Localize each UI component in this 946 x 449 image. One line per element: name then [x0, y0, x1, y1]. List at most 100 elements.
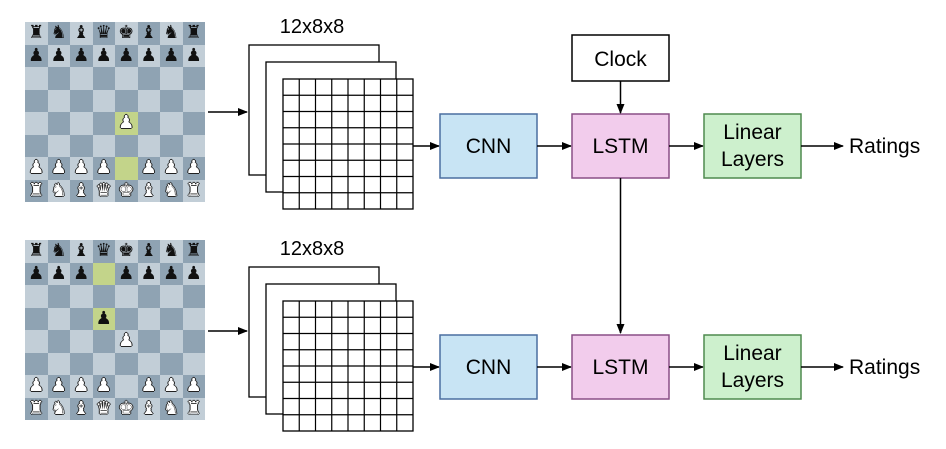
black-rook-icon: ♜ [185, 22, 202, 44]
board-square [47, 285, 70, 308]
cnn-label-top: CNN [466, 135, 512, 158]
board-square: ♟ [137, 262, 160, 285]
lstm-label-top: LSTM [592, 135, 648, 158]
tensor-stack-bottom [248, 266, 414, 432]
white-knight-icon: ♞ [50, 397, 67, 419]
board-square [47, 307, 70, 330]
white-pawn-icon: ♟ [163, 375, 180, 397]
board-square [137, 134, 160, 157]
white-knight-icon: ♞ [163, 179, 180, 201]
black-pawn-icon: ♟ [95, 307, 112, 329]
board-square: ♝ [137, 22, 160, 45]
black-rook-icon: ♜ [28, 22, 45, 44]
chess-board-move-2: ♜♞♝♛♚♝♞♜♟♟♟♟♟♟♟♟♟♟♟♟♟♟♟♟♜♞♝♛♚♝♞♜ [25, 240, 205, 420]
black-rook-icon: ♜ [28, 240, 45, 262]
black-pawn-icon: ♟ [140, 262, 157, 284]
board-square [182, 134, 205, 157]
black-knight-icon: ♞ [50, 22, 67, 44]
board-square [92, 262, 115, 285]
board-square [25, 285, 48, 308]
board-square [70, 67, 93, 90]
lstm-box-bottom [571, 334, 670, 400]
white-rook-icon: ♜ [185, 397, 202, 419]
board-square [115, 285, 138, 308]
linear-label-top-line1: Linear [723, 121, 781, 144]
board-square [92, 112, 115, 135]
board-square: ♟ [70, 375, 93, 398]
board-square [92, 285, 115, 308]
board-square: ♝ [137, 179, 160, 202]
white-pawn-icon: ♟ [28, 375, 45, 397]
white-pawn-icon: ♟ [28, 157, 45, 179]
linear-box-bottom [703, 334, 802, 400]
board-square: ♟ [137, 157, 160, 180]
board-square [182, 89, 205, 112]
board-square [137, 285, 160, 308]
black-pawn-icon: ♟ [118, 44, 135, 66]
board-square: ♞ [47, 397, 70, 420]
board-square: ♟ [137, 375, 160, 398]
linear-label-bottom-line2: Layers [721, 369, 784, 392]
black-queen-icon: ♛ [95, 22, 112, 44]
black-pawn-icon: ♟ [28, 262, 45, 284]
board-square [47, 112, 70, 135]
board-square: ♚ [115, 397, 138, 420]
board-square [25, 352, 48, 375]
black-pawn-icon: ♟ [118, 262, 135, 284]
white-queen-icon: ♛ [95, 397, 112, 419]
board-square: ♟ [115, 44, 138, 67]
white-knight-icon: ♞ [163, 397, 180, 419]
board-square [70, 112, 93, 135]
board-square: ♛ [92, 240, 115, 263]
board-square: ♜ [25, 22, 48, 45]
board-square [137, 307, 160, 330]
board-square [115, 157, 138, 180]
board-square: ♟ [182, 262, 205, 285]
clock-label: Clock [594, 48, 647, 71]
white-knight-icon: ♞ [50, 179, 67, 201]
board-square: ♟ [160, 262, 183, 285]
board-square [115, 134, 138, 157]
board-square: ♟ [25, 262, 48, 285]
board-square: ♟ [115, 112, 138, 135]
black-bishop-icon: ♝ [73, 240, 90, 262]
board-square [92, 330, 115, 353]
ratings-label-top: Ratings [849, 135, 920, 158]
white-king-icon: ♚ [118, 179, 135, 201]
white-king-icon: ♚ [118, 397, 135, 419]
board-square: ♛ [92, 397, 115, 420]
black-king-icon: ♚ [118, 240, 135, 262]
white-pawn-icon: ♟ [185, 157, 202, 179]
board-square [137, 352, 160, 375]
board-square: ♜ [25, 179, 48, 202]
white-bishop-icon: ♝ [73, 179, 90, 201]
board-square: ♟ [25, 44, 48, 67]
black-pawn-icon: ♟ [50, 262, 67, 284]
board-square: ♟ [70, 44, 93, 67]
board-square [25, 330, 48, 353]
board-square: ♝ [137, 397, 160, 420]
linear-label-bottom-line1: Linear [723, 342, 781, 365]
black-pawn-icon: ♟ [28, 44, 45, 66]
black-pawn-icon: ♟ [73, 44, 90, 66]
linear-label-top-line2: Layers [721, 148, 784, 171]
board-square: ♟ [182, 375, 205, 398]
chess-board-move-1: ♜♞♝♛♚♝♞♜♟♟♟♟♟♟♟♟♟♟♟♟♟♟♟♟♜♞♝♛♚♝♞♜ [25, 22, 205, 202]
white-bishop-icon: ♝ [140, 397, 157, 419]
lstm-label-bottom: LSTM [592, 356, 648, 379]
white-bishop-icon: ♝ [73, 397, 90, 419]
cnn-box-bottom [439, 334, 538, 400]
black-pawn-icon: ♟ [140, 44, 157, 66]
black-pawn-icon: ♟ [95, 44, 112, 66]
board-square: ♟ [47, 375, 70, 398]
board-square [47, 352, 70, 375]
board-square [115, 67, 138, 90]
board-square: ♟ [25, 375, 48, 398]
white-pawn-icon: ♟ [140, 157, 157, 179]
black-knight-icon: ♞ [163, 22, 180, 44]
board-square: ♞ [160, 240, 183, 263]
board-square: ♜ [182, 22, 205, 45]
board-square [47, 134, 70, 157]
